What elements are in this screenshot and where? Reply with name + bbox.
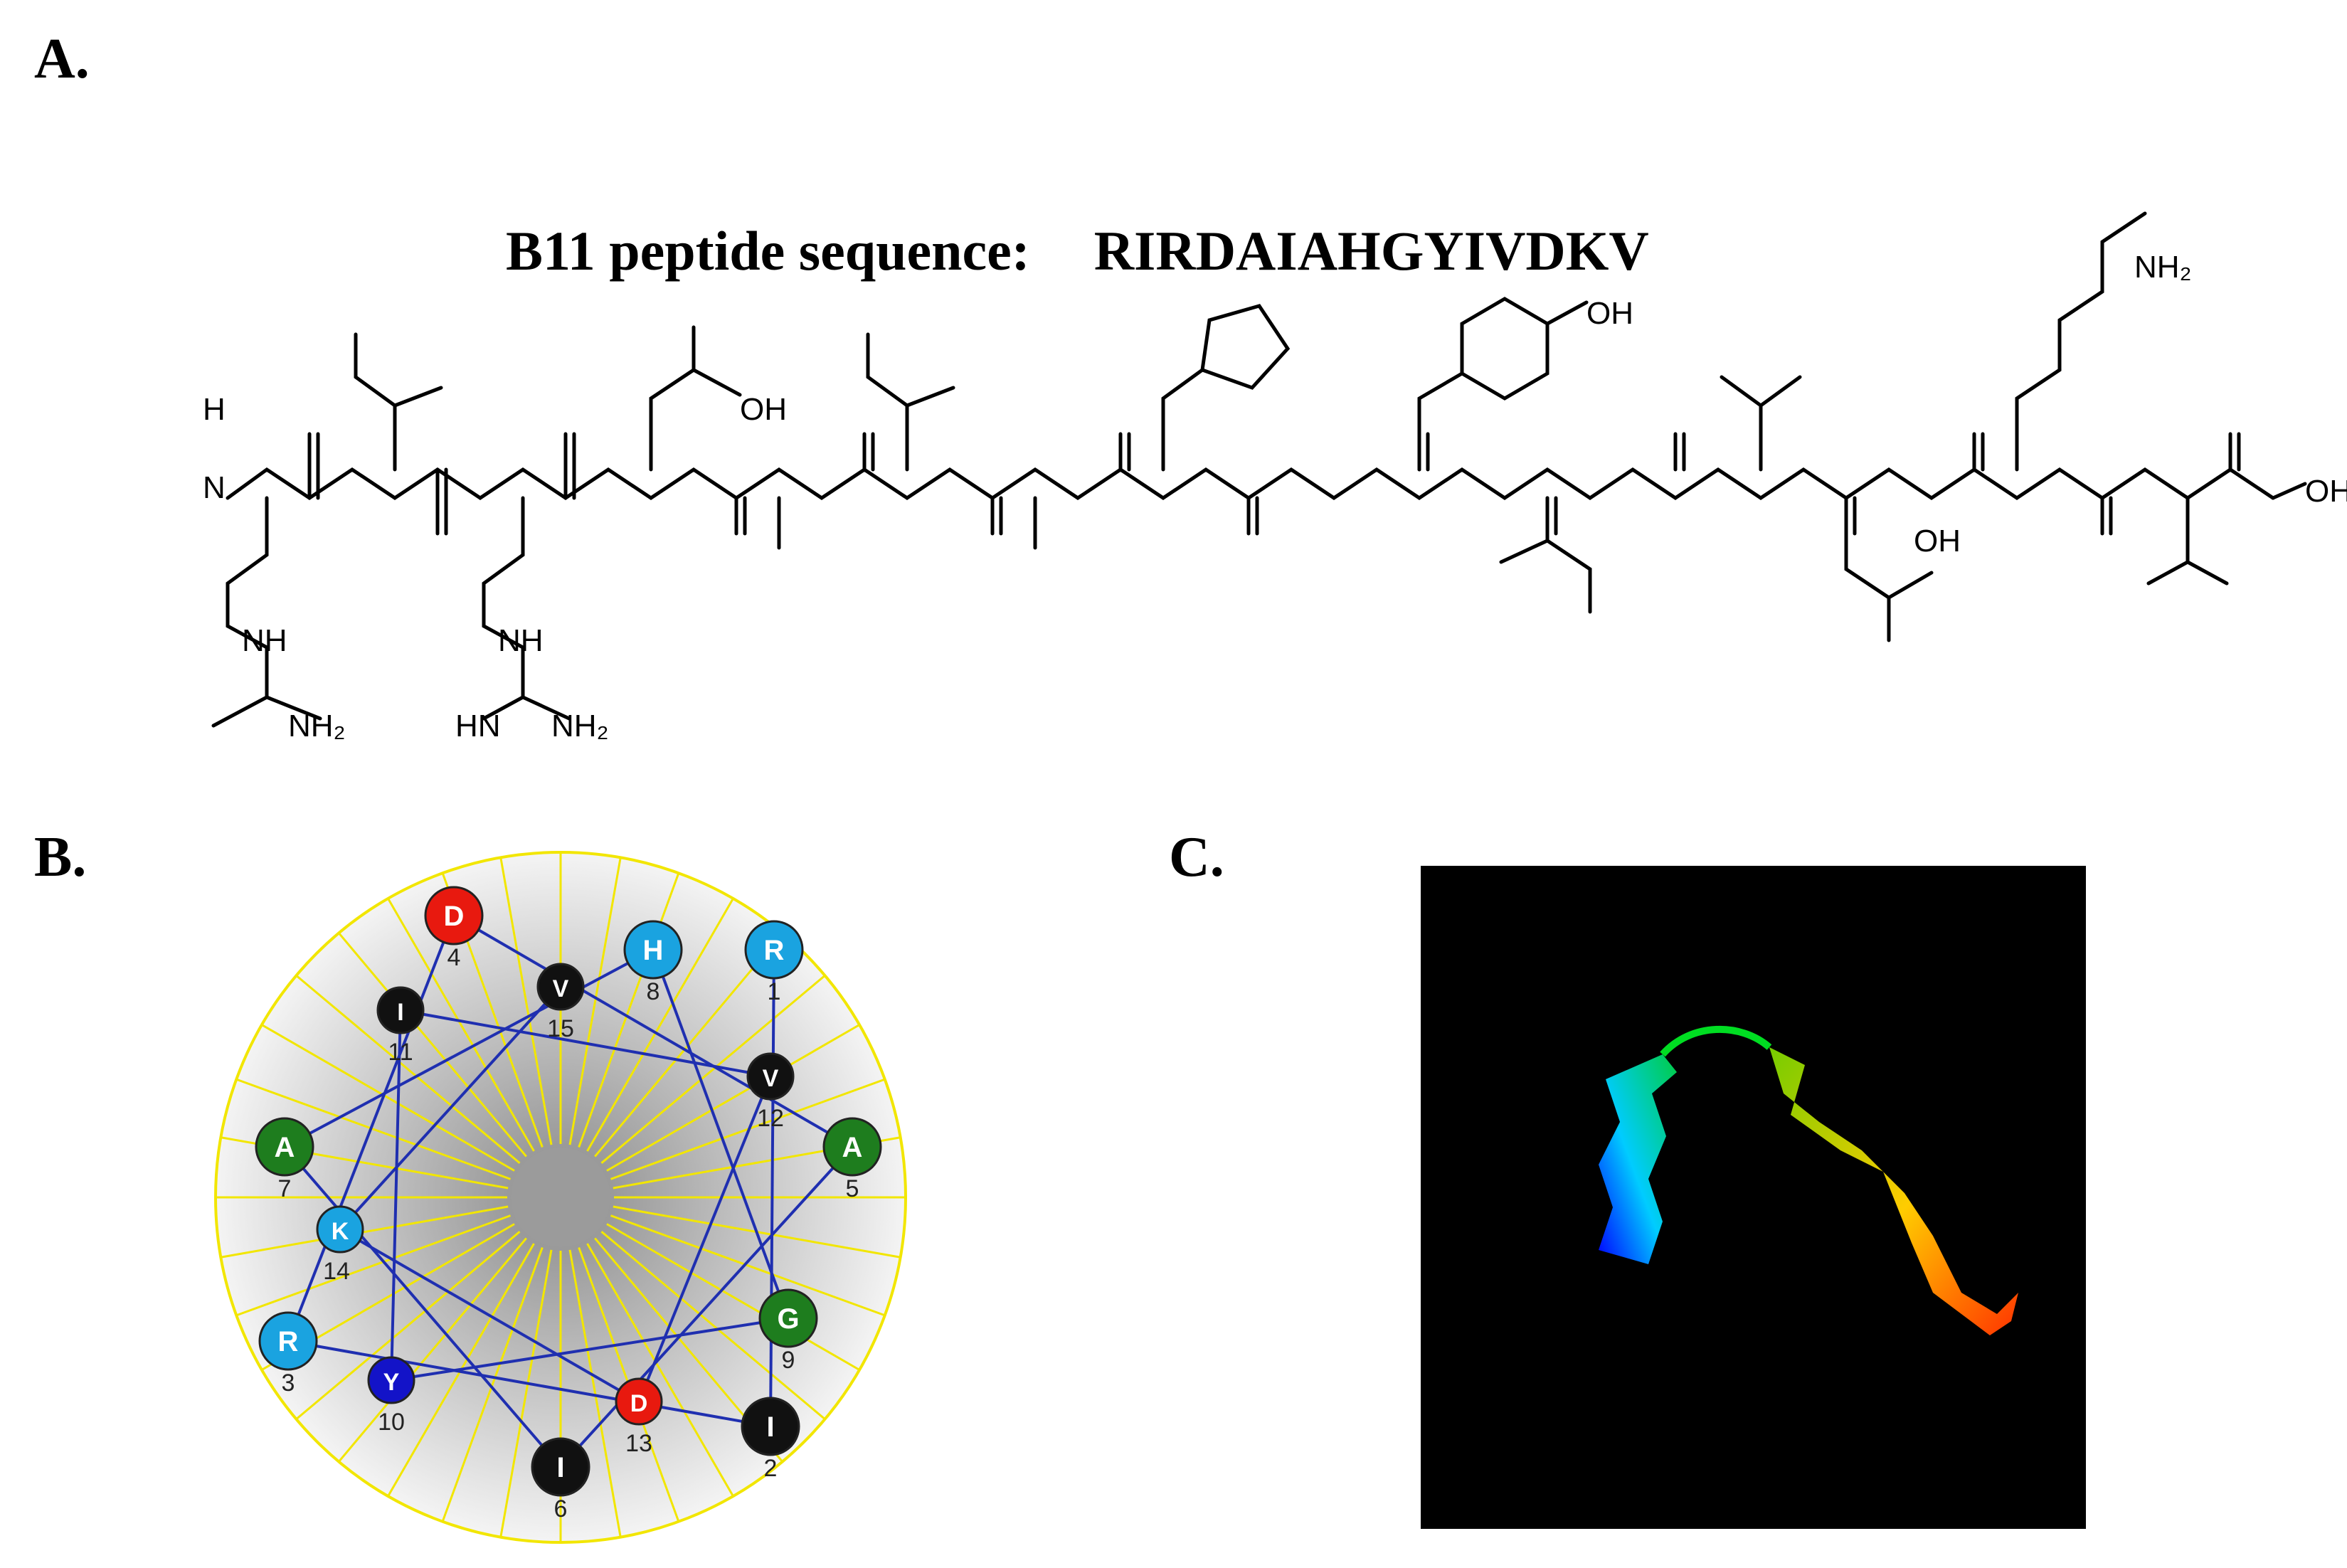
residue-circle [758, 1288, 818, 1348]
wheel-residue: Y 10 [367, 1356, 415, 1436]
residue-circle [536, 963, 585, 1011]
residue-letter: G [777, 1303, 799, 1335]
residue-letter: I [556, 1452, 564, 1483]
wheel-connector [652, 949, 790, 1319]
wheel-residue: I2 [741, 1397, 800, 1482]
residue-letter: K [332, 1218, 349, 1245]
residue-circle [623, 920, 683, 980]
wheel-residue: R3 [258, 1311, 318, 1397]
wheel-connector [400, 1009, 771, 1078]
ribbon-strand [1769, 1047, 2018, 1335]
wheel-connector [283, 1145, 562, 1468]
panel-label-b: B. [34, 826, 87, 889]
ribbon-structure [1421, 866, 2086, 1529]
n-term-h: H [203, 392, 226, 427]
residue-circle [744, 920, 804, 980]
guanidine-nh2-1: NH₂ [288, 709, 346, 743]
wheel-residue: G9 [758, 1288, 818, 1374]
residue-letter: D [630, 1390, 648, 1417]
wheel-residue: H8 [623, 920, 683, 1005]
sequence-value: RIRDAIAHGYIVDKV [1093, 220, 1649, 282]
sequence-title: B11 peptide sequence: RIRDAIAHGYIVDKV [478, 155, 1649, 283]
c-term-oh: OH [2305, 474, 2347, 509]
ribbon-helix [1599, 1054, 1677, 1264]
residue-circle [615, 1377, 663, 1426]
wheel-residue: V 15 [536, 963, 585, 1042]
residue-number: 4 [447, 944, 461, 971]
residue-number: 6 [554, 1495, 568, 1522]
residue-letter: R [278, 1326, 299, 1357]
wheel-residue: R1 [744, 920, 804, 1005]
wheel-residue: I 11 [376, 986, 425, 1066]
residue-number: 10 [378, 1409, 405, 1436]
residue-letter: H [643, 935, 664, 966]
guanidine-nh-3: NH [498, 623, 544, 658]
residue-letter: D [444, 901, 465, 932]
wheel-connector [287, 1340, 771, 1428]
residue-number: 7 [278, 1175, 292, 1202]
asp4-oh: OH [740, 392, 787, 427]
peptide-structure: H N NH NH₂ HN NH NH₂ OH OH NH₂ OH OH [203, 211, 2347, 743]
residue-number: 9 [782, 1347, 795, 1374]
residue-letter: I [397, 999, 403, 1026]
wheel-connector [390, 1010, 402, 1381]
residue-letter: V [553, 975, 569, 1002]
residue-number: 8 [647, 978, 660, 1005]
residue-circle [255, 1117, 314, 1177]
residue-number: 13 [625, 1430, 652, 1457]
asp13-oh: OH [1914, 524, 1961, 558]
wheel-connector [339, 1228, 640, 1403]
residue-letter: I [766, 1411, 774, 1443]
residue-number: 2 [764, 1455, 778, 1482]
residue-circle [741, 1397, 800, 1456]
residue-number: 11 [388, 1039, 413, 1066]
residue-letter: Y [383, 1369, 400, 1396]
residue-circle [258, 1311, 318, 1371]
n-term-n: N [203, 470, 226, 505]
guanidine-nh-1: NH [242, 623, 287, 658]
wheel-residue: I6 [531, 1437, 590, 1522]
sequence-label: B11 peptide sequence: [506, 220, 1030, 282]
wheel-residue: K 14 [316, 1205, 364, 1285]
wheel-residue: D 13 [615, 1377, 663, 1457]
residue-circle [424, 886, 484, 945]
wheel-connector [284, 948, 654, 1148]
wheel-connector [452, 914, 854, 1148]
residue-letter: A [842, 1132, 863, 1163]
residue-letter: A [275, 1132, 295, 1163]
residue-circle [531, 1437, 590, 1497]
wheel-connector [339, 985, 562, 1231]
wheel-residue: V 12 [746, 1052, 795, 1132]
wheel-connector [637, 1076, 772, 1402]
residue-letter: R [764, 935, 785, 966]
wheel-connector [391, 1317, 789, 1382]
lys-nh2: NH₂ [2134, 250, 2192, 285]
wheel-connector [559, 1145, 854, 1468]
residue-circle [822, 1117, 882, 1177]
wheel-connector [769, 949, 775, 1427]
panel-label-a: A. [34, 28, 90, 90]
ribbon-loop [1660, 1026, 1772, 1057]
residue-circle [746, 1052, 795, 1101]
residue-number: 15 [547, 1015, 574, 1042]
residue-number: 3 [282, 1370, 295, 1397]
residue-number: 1 [768, 978, 781, 1005]
wheel-residue: D4 [424, 886, 484, 971]
wheel-residue: A5 [822, 1117, 882, 1202]
residue-number: 14 [323, 1258, 350, 1285]
residue-circle [376, 986, 425, 1034]
tyr-oh: OH [1586, 296, 1633, 331]
wheel-residue: A7 [255, 1117, 314, 1202]
residue-number: 5 [846, 1175, 859, 1202]
wheel-connector [287, 915, 455, 1342]
residue-number: 12 [757, 1105, 784, 1132]
residue-circle [316, 1205, 364, 1254]
guanidine-hn-3: HN [455, 709, 501, 743]
residue-letter: V [763, 1065, 779, 1092]
panel-label-c: C. [1169, 826, 1224, 889]
guanidine-nh2-3: NH₂ [551, 709, 609, 743]
residue-circle [367, 1356, 415, 1404]
